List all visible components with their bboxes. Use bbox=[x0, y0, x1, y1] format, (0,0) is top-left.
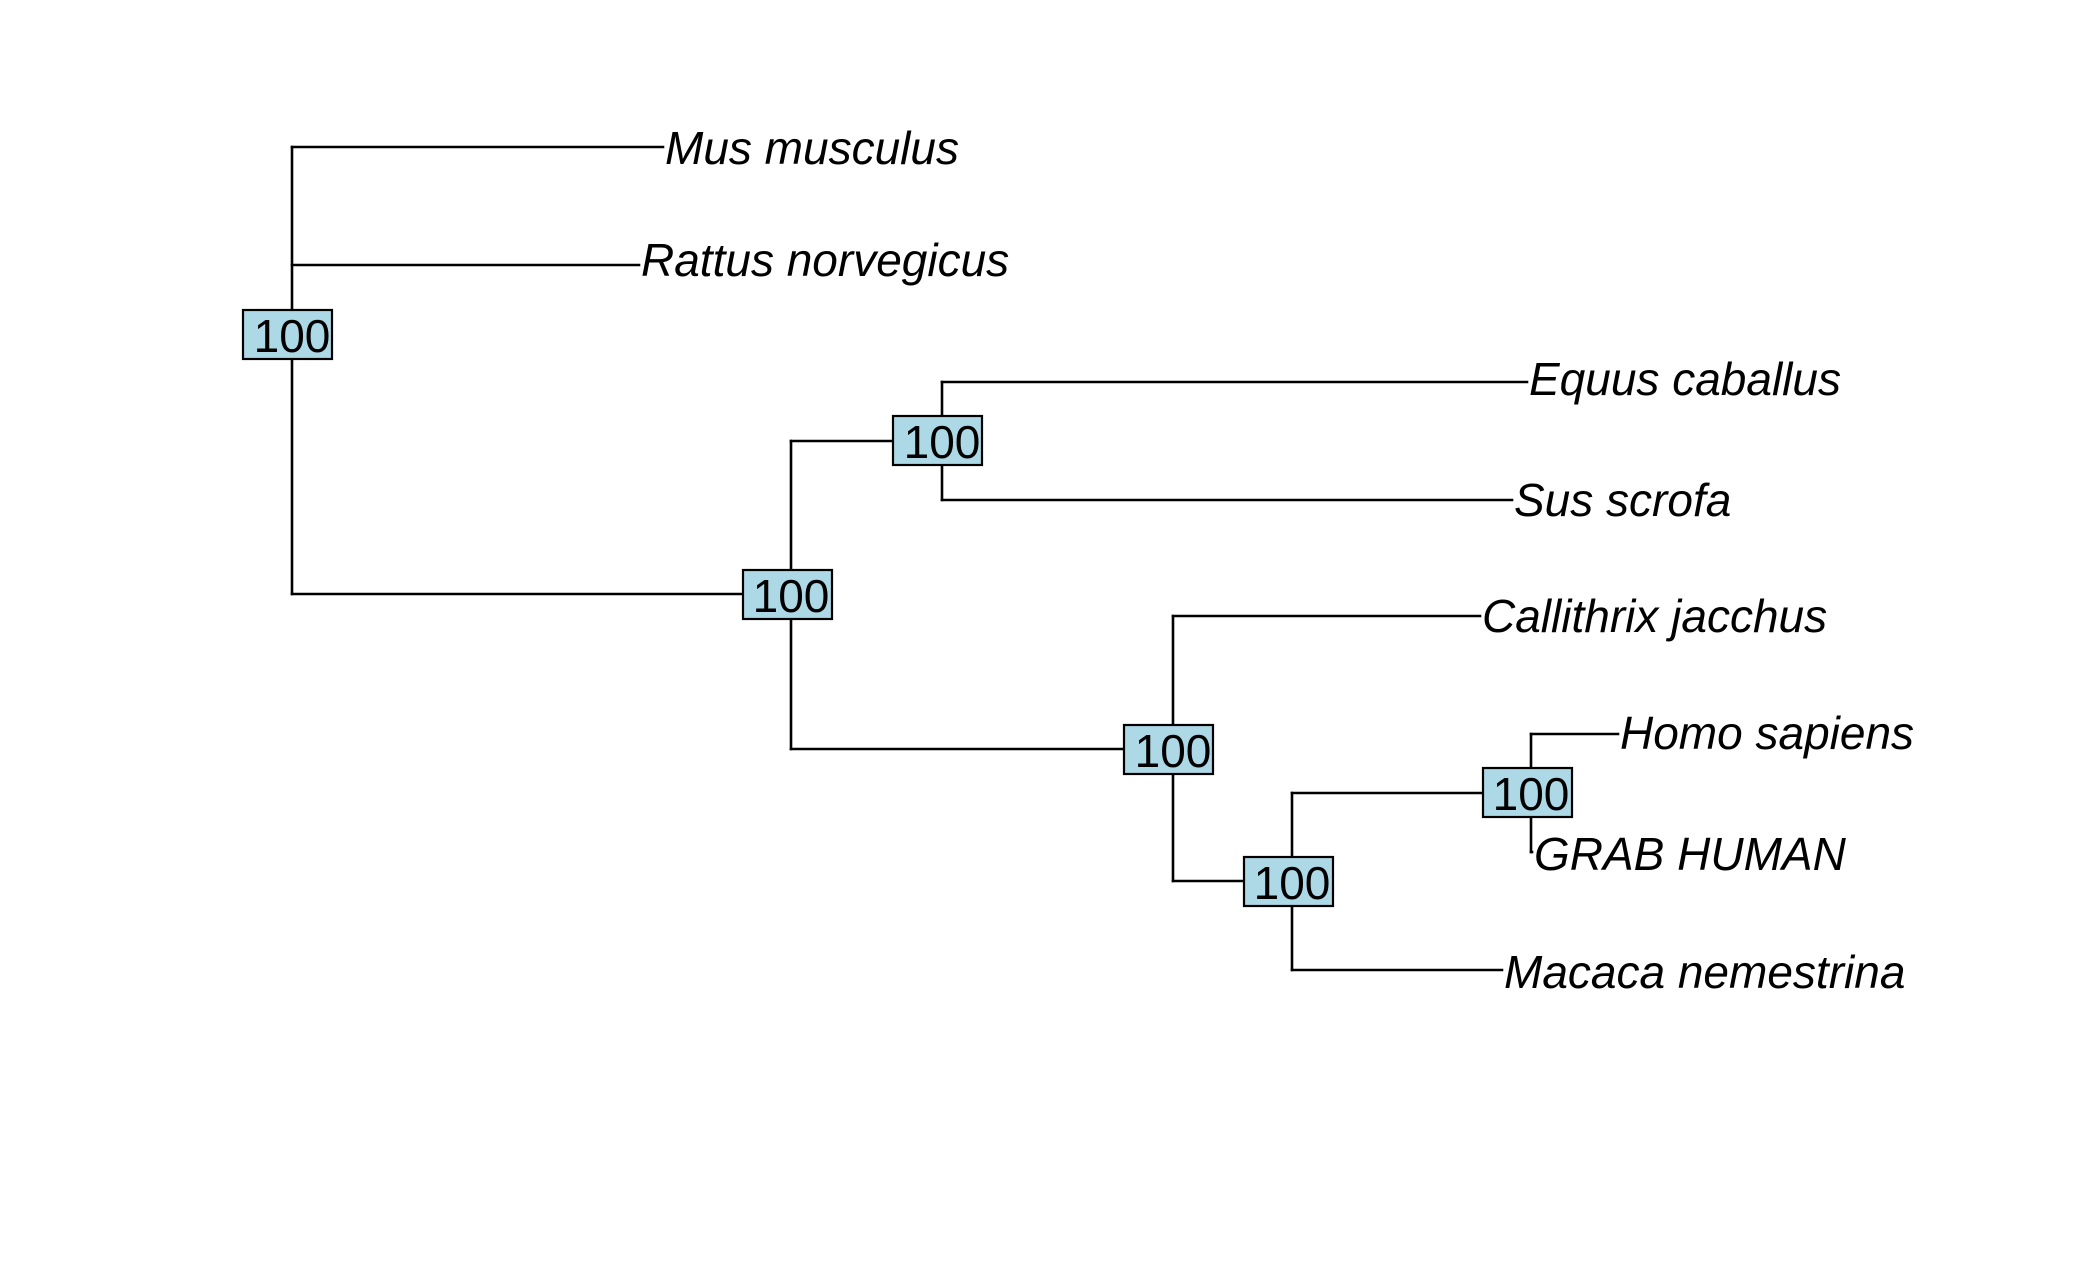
node-support-label: 100 bbox=[904, 416, 981, 468]
tip-label-homo-sapiens: Homo sapiens bbox=[1620, 707, 1914, 759]
node-support-n5: 100 bbox=[1481, 766, 1574, 820]
node-support-n3: 100 bbox=[1122, 723, 1215, 777]
tip-labels: Mus musculus Rattus norvegicus Equus cab… bbox=[641, 122, 1914, 998]
tip-label-mus-musculus: Mus musculus bbox=[665, 122, 959, 174]
tip-label-sus-scrofa: Sus scrofa bbox=[1514, 474, 1731, 526]
node-support-root: 100 bbox=[241, 308, 334, 362]
node-support-label: 100 bbox=[254, 310, 331, 362]
node-support-n1: 100 bbox=[741, 568, 834, 622]
tip-label-callithrix-jacchus: Callithrix jacchus bbox=[1482, 590, 1827, 642]
node-support-label: 100 bbox=[1135, 725, 1212, 777]
node-support-label: 100 bbox=[753, 570, 830, 622]
tip-label-equus-caballus: Equus caballus bbox=[1529, 353, 1841, 405]
tip-label-grab-human: GRAB HUMAN bbox=[1534, 828, 1847, 880]
tip-label-rattus-norvegicus: Rattus norvegicus bbox=[641, 234, 1009, 286]
tip-label-macaca-nemestrina: Macaca nemestrina bbox=[1504, 946, 1905, 998]
node-support-n4: 100 bbox=[1242, 855, 1335, 909]
node-support-values: 100 100 100 100 100 100 bbox=[241, 308, 1574, 909]
node-support-label: 100 bbox=[1254, 857, 1331, 909]
node-support-n2: 100 bbox=[891, 414, 984, 468]
node-support-label: 100 bbox=[1493, 768, 1570, 820]
